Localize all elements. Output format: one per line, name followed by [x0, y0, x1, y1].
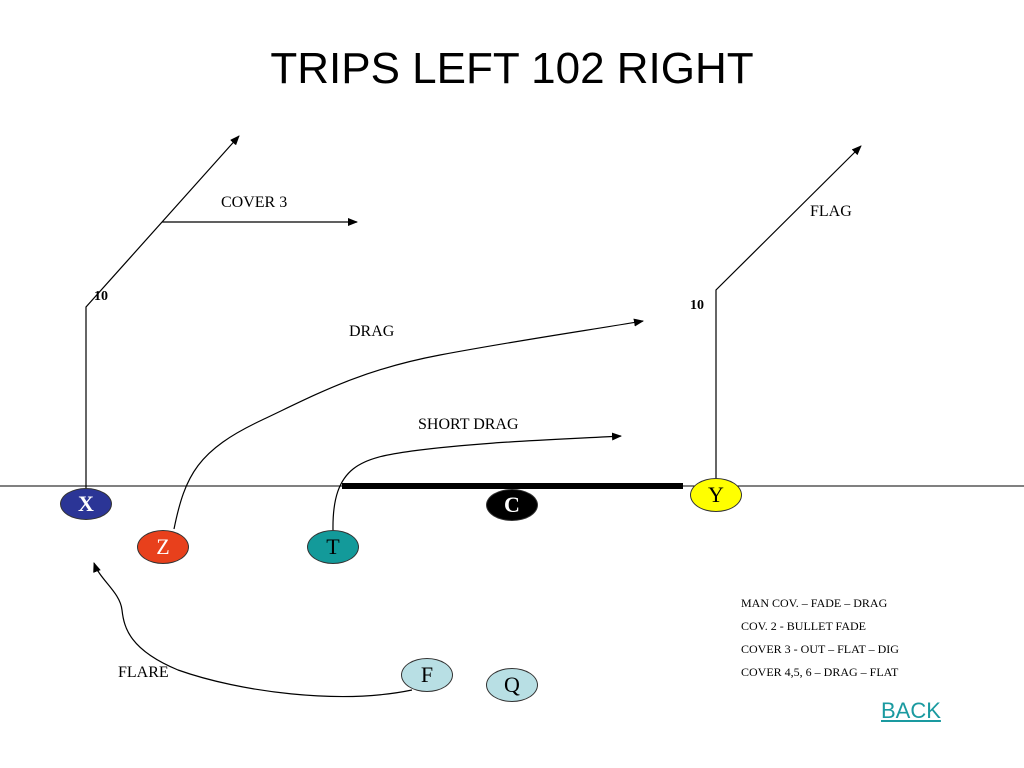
player-y: Y [690, 478, 742, 512]
coverage-note: MAN COV. – FADE – DRAG [741, 596, 888, 610]
player-z: Z [137, 530, 189, 564]
back-link[interactable]: BACK [881, 698, 941, 723]
player-t-label: T [326, 534, 340, 559]
player-z-label: Z [156, 534, 170, 559]
flag-route-label: FLAG [810, 203, 852, 220]
player-f: F [401, 658, 453, 692]
player-t: T [307, 530, 359, 564]
player-f-label: F [420, 662, 434, 687]
short-drag-route-label: SHORT DRAG [418, 416, 519, 433]
coverage-note: COVER 3 - OUT – FLAT – DIG [741, 642, 899, 656]
player-x: X [60, 488, 112, 520]
left-yardage-marker: 10 [94, 289, 108, 304]
right-yardage-marker: 10 [690, 298, 704, 313]
x-route-line [85, 135, 240, 490]
player-c-label: C [504, 492, 520, 517]
page-title: TRIPS LEFT 102 RIGHT [270, 44, 754, 93]
player-x-label: X [78, 491, 94, 516]
coverage-note: COV. 2 - BULLET FADE [741, 619, 867, 633]
player-q: Q [486, 668, 538, 702]
cover3-route-label: COVER 3 [221, 194, 288, 211]
t-short-drag-route-line [332, 432, 622, 531]
coverage-notes: MAN COV. – FADE – DRAG COV. 2 - BULLET F… [741, 592, 899, 684]
f-flare-route-line [93, 562, 413, 698]
y-flag-route-line [715, 145, 862, 478]
drag-route-label: DRAG [349, 323, 395, 340]
z-drag-route-line [173, 318, 644, 530]
player-y-label: Y [708, 482, 724, 507]
player-q-label: Q [504, 672, 520, 697]
coverage-note: COVER 4,5, 6 – DRAG – FLAT [741, 665, 899, 679]
player-c: C [486, 489, 538, 521]
flare-route-label: FLARE [118, 664, 169, 681]
